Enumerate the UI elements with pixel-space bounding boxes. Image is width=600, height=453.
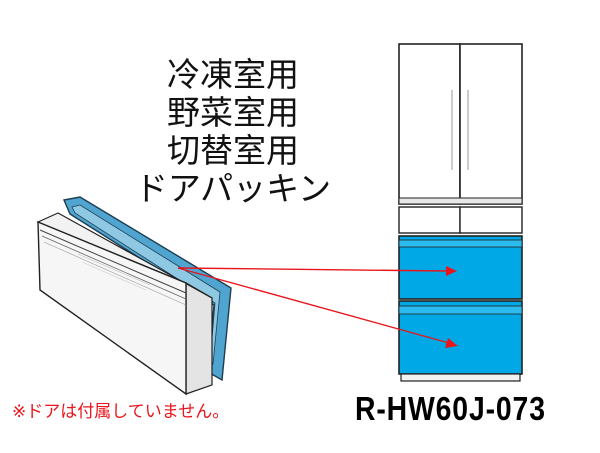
title-line-vegetable: 野菜室用 — [167, 93, 299, 132]
refrigerator — [398, 43, 523, 382]
door-with-gasket — [36, 196, 232, 396]
product-title: 冷凍室用 野菜室用 切替室用 ドアパッキン — [128, 56, 338, 208]
title-line-door-gasket: ドアパッキン — [134, 169, 332, 208]
model-number: R-HW60J-073 — [355, 390, 546, 427]
title-line-freezer: 冷凍室用 — [167, 55, 299, 94]
fridge-left-door — [398, 43, 461, 205]
arrow-upper — [177, 267, 449, 272]
fridge-right-door — [459, 43, 523, 205]
door-side — [185, 281, 213, 395]
title-line-switch: 切替室用 — [167, 131, 299, 170]
door-not-included-note: ※ドアは付属していません。 — [12, 402, 230, 422]
pointer-arrows — [177, 266, 458, 348]
ice-drawer — [398, 206, 461, 234]
door-front — [37, 220, 187, 396]
switch-drawer — [459, 206, 523, 234]
arrow-lower — [177, 267, 450, 344]
